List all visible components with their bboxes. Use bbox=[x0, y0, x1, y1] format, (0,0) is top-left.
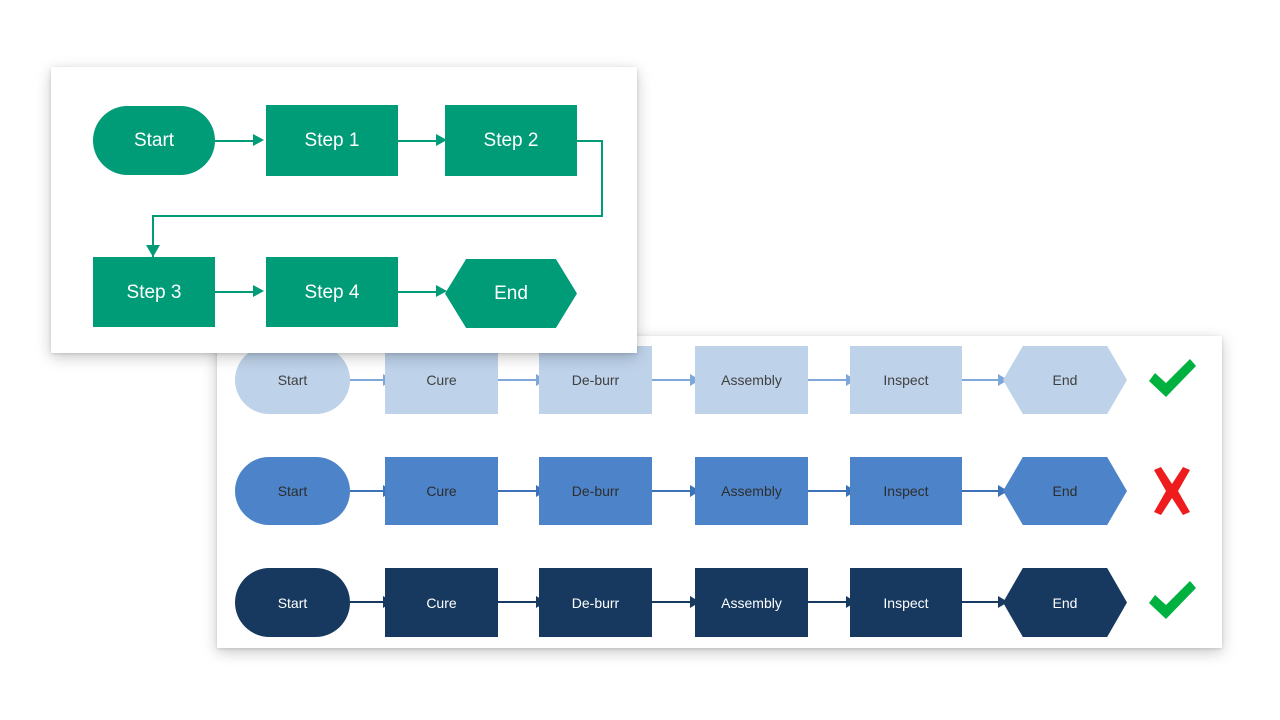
node-end-light[interactable]: End bbox=[1003, 346, 1127, 414]
node-start-dark[interactable]: Start bbox=[235, 568, 350, 637]
node-step3[interactable]: Step 3 bbox=[93, 257, 215, 327]
connector-dark-4 bbox=[808, 601, 848, 603]
node-step2[interactable]: Step 2 bbox=[445, 105, 577, 176]
connector-step3-step4 bbox=[215, 291, 255, 293]
connector-mid-5 bbox=[962, 490, 1000, 492]
node-inspect-mid[interactable]: Inspect bbox=[850, 457, 962, 525]
arrowhead-start-step1 bbox=[253, 134, 264, 146]
connector-dark-3 bbox=[652, 601, 692, 603]
connector-light-5 bbox=[962, 379, 1000, 381]
node-cure-dark[interactable]: Cure bbox=[385, 568, 498, 637]
connector-dark-5 bbox=[962, 601, 1000, 603]
status-badge-row-mid bbox=[1140, 459, 1204, 523]
node-start-light[interactable]: Start bbox=[235, 346, 350, 414]
check-icon bbox=[1149, 359, 1196, 397]
node-inspect-light[interactable]: Inspect bbox=[850, 346, 962, 414]
connector-light-4 bbox=[808, 379, 848, 381]
node-assembly-mid[interactable]: Assembly bbox=[695, 457, 808, 525]
cross-icon bbox=[1154, 467, 1190, 515]
node-step4[interactable]: Step 4 bbox=[266, 257, 398, 327]
node-cure-light[interactable]: Cure bbox=[385, 346, 498, 414]
connector-mid-3 bbox=[652, 490, 692, 492]
node-cure-mid[interactable]: Cure bbox=[385, 457, 498, 525]
connector-start-step1 bbox=[215, 140, 255, 142]
connector-light-2 bbox=[498, 379, 538, 381]
node-end-mid[interactable]: End bbox=[1003, 457, 1127, 525]
connector-loop-down bbox=[152, 215, 154, 257]
check-icon bbox=[1149, 581, 1196, 619]
node-start-green[interactable]: Start bbox=[93, 106, 215, 175]
arrowhead-step1-step2 bbox=[436, 134, 447, 146]
connector-light-1 bbox=[350, 379, 385, 381]
node-inspect-dark[interactable]: Inspect bbox=[850, 568, 962, 637]
connector-step4-end bbox=[398, 291, 438, 293]
connector-light-3 bbox=[652, 379, 692, 381]
teal-flowchart-card: Start Step 1 Step 2 Step 3 Step 4 End bbox=[51, 67, 637, 353]
connector-mid-4 bbox=[808, 490, 848, 492]
node-deburr-mid[interactable]: De-burr bbox=[539, 457, 652, 525]
connector-step1-step2 bbox=[398, 140, 438, 142]
status-badge-row-dark bbox=[1140, 570, 1204, 634]
node-deburr-light[interactable]: De-burr bbox=[539, 346, 652, 414]
connector-loop-horizontal bbox=[152, 215, 579, 217]
arrowhead-loop-into-step3 bbox=[146, 245, 160, 257]
arrowhead-dark-5 bbox=[998, 596, 1008, 608]
node-deburr-dark[interactable]: De-burr bbox=[539, 568, 652, 637]
arrowhead-step3-step4 bbox=[253, 285, 264, 297]
arrowhead-step4-end bbox=[436, 285, 447, 297]
node-start-mid[interactable]: Start bbox=[235, 457, 350, 525]
connector-mid-1 bbox=[350, 490, 385, 492]
node-end-green[interactable]: End bbox=[445, 259, 577, 328]
connector-dark-1 bbox=[350, 601, 385, 603]
node-assembly-dark[interactable]: Assembly bbox=[695, 568, 808, 637]
connector-step2-step3-loop bbox=[577, 140, 603, 217]
process-variants-card: Start Cure De-burr Assembly Inspect End … bbox=[217, 336, 1222, 648]
node-assembly-light[interactable]: Assembly bbox=[695, 346, 808, 414]
connector-mid-2 bbox=[498, 490, 538, 492]
node-step1[interactable]: Step 1 bbox=[266, 105, 398, 176]
connector-dark-2 bbox=[498, 601, 538, 603]
status-badge-row-light bbox=[1140, 348, 1204, 412]
node-end-dark[interactable]: End bbox=[1003, 568, 1127, 637]
